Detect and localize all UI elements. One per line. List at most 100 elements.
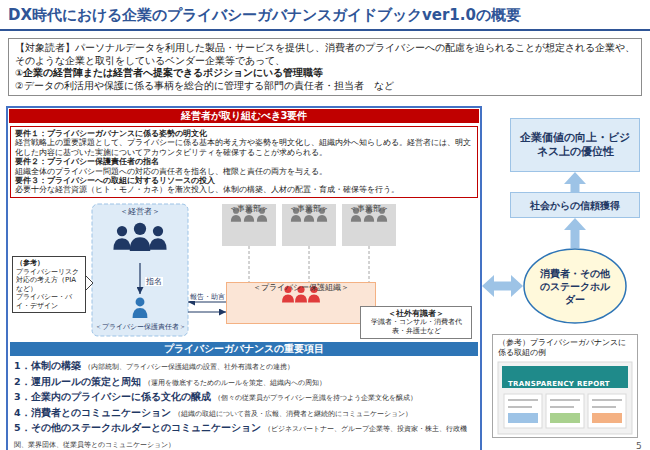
node-text: ＜プライバシー保護責任者＞ (95, 323, 186, 332)
title-rule (0, 29, 650, 31)
item-note: （個々の従業員がプライバシー意識を持つよう企業文化を醸成） (214, 394, 417, 402)
screenshot-figure (550, 413, 580, 423)
business-unit-fills (222, 204, 396, 246)
node-text: 社会からの信頼獲得 (530, 199, 620, 212)
panel-heading: 経営者が取り組むべき3要件 (9, 109, 479, 123)
membership-line (309, 246, 310, 282)
node-text: ＜プライバシー保護組織＞ (253, 283, 349, 292)
report-arrow (188, 301, 226, 302)
screenshot-lines (508, 400, 622, 407)
node-text: 要件３：プライバシーへの取組に対するリソースの投入 (15, 176, 473, 185)
node-text: （参考） (16, 259, 82, 268)
item-heading: 3．企業内のプライバシーに係る文化の醸成 (14, 391, 211, 402)
node-text: 必要十分な経営資源（ヒト・モノ・カネ）を漸次投入し、体制の構築、人材の配置・育成… (15, 185, 473, 194)
node-text: 消費者・その他のステークホルダー (540, 267, 610, 306)
external-experts-box: ＜社外有識者＞学識者・コンサル・消費者代表・弁護士など (360, 306, 472, 339)
block-arrow (571, 182, 580, 192)
reference-callout: （参考）プライバシーリスク対応の考え方（PIAなど）プライバシー・バイ・デザイン (12, 256, 86, 313)
screenshot-page (588, 394, 626, 428)
officer-icon (133, 297, 148, 318)
executive-area (92, 204, 188, 336)
node-text: 学識者・コンサル・消費者代表・弁護士など (365, 318, 467, 336)
item-heading: 5．その他のステークホルダーとのコミュニケーション (14, 422, 261, 433)
node-text: ①企業の経営陣または経営者へ提案できるポジションにいる管理職等 (15, 67, 635, 80)
block-arrow (571, 228, 580, 248)
target-readers-box: 【対象読者】パーソナルデータを利用した製品・サービスを提供し、消費者のプライバシ… (8, 38, 642, 96)
node-text: 【対象読者】パーソナルデータを利用した製品・サービスを提供し、消費者のプライバシ… (15, 42, 635, 67)
item-note: （組織の取組について普及・広報、消費者と継続的にコミュニケーション） (174, 410, 412, 418)
block-arrow (492, 282, 513, 291)
person-icon (149, 226, 166, 250)
stakeholder-ellipse: 消費者・その他のステークホルダー (523, 248, 627, 324)
label-holder: 5 (636, 434, 642, 450)
edge-label: 指名 (145, 277, 163, 286)
text-line (550, 406, 574, 408)
executive-icons (113, 223, 166, 251)
executive-group: ＜経営者＞ (100, 207, 180, 263)
node-text: ＜事業部＞ (349, 204, 389, 213)
node-text: ＜社外有識者＞ (365, 309, 467, 318)
node-text: 経営戦略上の重要課題として、プライバシーに係る基本的考え方や姿勢を明文化し、組織… (15, 138, 473, 157)
node-text: ②データの利活用や保護に係る事柄を総合的に管理する部門の責任者・担当者 など (15, 80, 635, 93)
privacy-officer: ＜プライバシー保護責任者＞ (92, 294, 188, 332)
node-text: 要件１：プライバシーガバナンスに係る姿勢の明文化 (15, 129, 473, 138)
item-note: （運用を徹底するためのルールを策定、組織内への周知） (144, 379, 326, 387)
callout-pointer (86, 276, 93, 290)
screenshot-banner (502, 366, 628, 388)
membership-line (249, 246, 250, 282)
node-text: ＜事業部＞ (289, 204, 329, 213)
person-icon (130, 223, 150, 251)
list-item: 3．企業内のプライバシーに係る文化の醸成（個々の従業員がプライバシー意識を持つよ… (10, 389, 478, 405)
person-icon (113, 226, 130, 250)
node-text: （参考）プライバシーガバナンスに係る取組の例 (498, 338, 632, 358)
ellipse-shape (524, 249, 626, 323)
node-text: 組織全体のプライバシー問題への対応の責任者を指名し、権限と責任の両方を与える。 (15, 167, 473, 176)
report-screenshot (498, 362, 632, 434)
unit-fill (222, 204, 276, 246)
edge-label: 報告・助言 (189, 293, 226, 301)
business-unit-box: ＜事業部＞ (342, 204, 396, 246)
page-title: DX時代における企業のプライバシーガバナンスガイドブックver1.0の概要 (8, 5, 521, 25)
membership-line (369, 246, 370, 282)
node-text: ＜事業部＞ (229, 204, 269, 213)
screenshot-figure (592, 413, 622, 423)
node-text: 企業価値の向上・ビジネス上の優位性 (516, 131, 634, 159)
node-text: 要件２：プライバシー保護責任者の指名 (15, 157, 473, 166)
privacy-org-box: ＜プライバシー保護組織＞ (226, 282, 376, 324)
list-item: 1．体制の構築（内部統制、プライバシー保護組織の設置、社外有識者との連携） (10, 358, 478, 374)
text-line (592, 406, 616, 408)
list-item: 2．運用ルールの策定と周知（運用を徹底するためのルールを策定、組織内への周知） (10, 374, 478, 390)
node-text: プライバシー・バイ・デザイン (16, 293, 82, 310)
screenshot-figure (508, 413, 538, 423)
governance-items-list: プライバシーガバナンスの重要項目 1．体制の構築（内部統制、プライバシー保護組織の… (10, 342, 478, 450)
text-line (592, 399, 622, 401)
page-number: 5 (636, 441, 642, 450)
advice-arrow (188, 311, 226, 312)
item-heading: 4．消費者とのコミュニケーション (14, 407, 171, 418)
node-text: ＜経営者＞ (120, 207, 160, 217)
business-unit-box: ＜事業部＞ (282, 204, 336, 246)
item-heading: 1．体制の構築 (14, 360, 81, 371)
label-holder: TRANSPARENCY REPORT (508, 371, 610, 390)
text-line (508, 399, 538, 401)
screenshot-page (546, 394, 584, 428)
list-item: 5．その他のステークホルダーとのコミュニケーション（ビジネスパートナー、グループ… (10, 420, 478, 450)
node-text: プライバシーリスク対応の考え方（PIAなど） (16, 268, 82, 294)
org-fill (226, 282, 376, 324)
person-icon (133, 297, 148, 318)
appoint-arrow (139, 263, 140, 294)
edge-label-holder: 報告・助言 (189, 284, 226, 303)
requirements-box: 要件１：プライバシーガバナンスに係る姿勢の明文化経営戦略上の重要課題として、プラ… (10, 126, 478, 198)
screenshot-page (504, 394, 542, 428)
section-heading: プライバシーガバナンスの重要項目 (10, 342, 478, 356)
requirements-panel: 経営者が取り組むべき3要件要件１：プライバシーガバナンスに係る姿勢の明文化経営戦… (6, 106, 482, 450)
trust-box: 社会からの信頼獲得 (510, 192, 640, 218)
text-line (550, 399, 580, 401)
text-line (508, 406, 532, 408)
list-item: 4．消費者とのコミュニケーション（組織の取組について普及・広報、消費者と継続的に… (10, 405, 478, 421)
title-holder: DX時代における企業のプライバシーガバナンスガイドブックver1.0の概要 (8, 5, 521, 25)
item-note: （内部統制、プライバシー保護組織の設置、社外有識者との連携） (84, 363, 294, 371)
edge-label-holder: 指名 (145, 269, 163, 288)
unit-fill (342, 204, 396, 246)
unit-fill (282, 204, 336, 246)
